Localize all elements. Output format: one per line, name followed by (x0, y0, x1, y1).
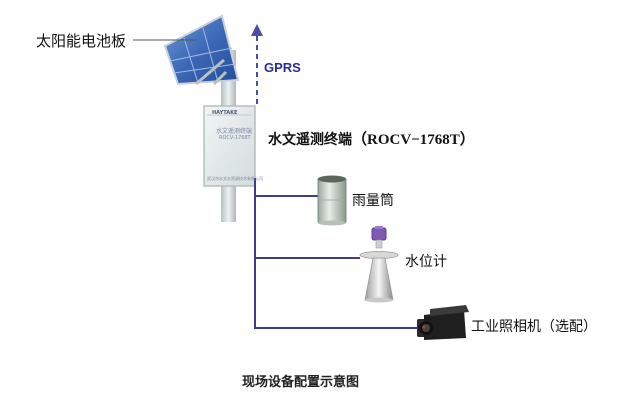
water-level-meter (359, 226, 399, 303)
terminal-box-model: ROCV-1768T (219, 135, 251, 141)
rain-gauge-label: 雨量筒 (352, 193, 394, 209)
terminal-label: 水文遥测终端（ROCV−1768T） (268, 128, 475, 149)
solar-panel (163, 14, 240, 86)
terminal-box-brand: HAYTAKE (212, 110, 238, 116)
terminal-box-title: 水文遥测终端 (216, 128, 253, 135)
terminal-name: 水文遥测终端 (268, 132, 352, 148)
terminal-box (203, 105, 256, 187)
terminal-box-footer: 武汉市水文水资源技术有限公司 (207, 176, 263, 181)
camera-label: 工业照相机（选配） (471, 319, 597, 335)
terminal-model: （ROCV−1768T） (352, 132, 475, 148)
industrial-camera (417, 305, 469, 340)
gprs-label: GPRS (264, 60, 301, 75)
gprs-arrow (251, 24, 263, 104)
solar-panel-label: 太阳能电池板 (36, 32, 127, 50)
diagram-caption: 现场设备配置示意图 (242, 375, 360, 390)
water-level-meter-label: 水位计 (405, 254, 447, 270)
connector-lines (254, 178, 420, 329)
rain-gauge (317, 175, 347, 226)
